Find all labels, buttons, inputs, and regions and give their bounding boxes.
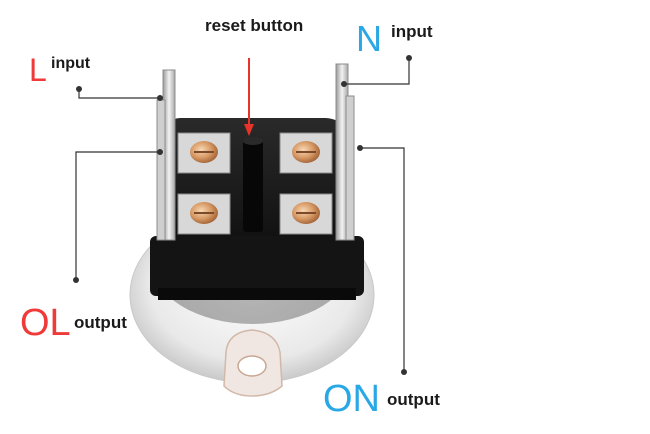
n-input-label: input — [391, 22, 433, 41]
right-pin — [335, 63, 355, 241]
terminal-top-left — [177, 132, 231, 174]
leader-on-output — [357, 145, 407, 375]
ol-letters: OL — [20, 302, 71, 344]
on-output-label: output — [387, 390, 440, 409]
terminal-bottom-right — [279, 193, 333, 235]
l-input-label: input — [51, 55, 91, 72]
on-letters: ON — [323, 378, 380, 420]
n-letter: N — [356, 18, 382, 59]
reset-button-label: reset button — [205, 16, 304, 35]
ol-output-label: output — [74, 313, 127, 332]
terminal-top-right — [279, 132, 333, 174]
leader-l-input — [76, 86, 163, 101]
leader-n-input — [341, 55, 412, 87]
reset-button-post — [243, 137, 263, 232]
reset-arrow — [244, 58, 254, 136]
terminal-bottom-left — [177, 193, 231, 235]
leader-ol-output — [73, 149, 163, 283]
l-letter: L — [29, 52, 47, 88]
